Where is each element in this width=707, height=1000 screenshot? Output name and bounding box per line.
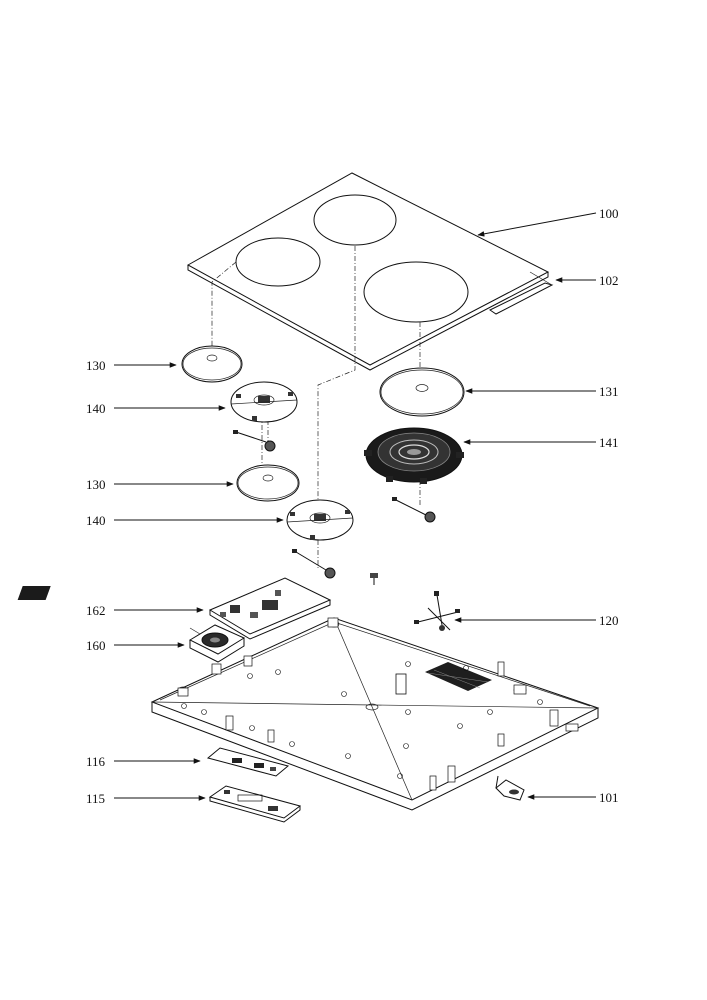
radiant-heater-130-upper (181, 345, 243, 383)
callout-130-lower: 130 (86, 477, 106, 492)
induction-coil-141 (364, 427, 464, 484)
callout-leaders (114, 212, 597, 801)
callout-140-upper: 140 (86, 401, 106, 416)
connector-cable-induction (392, 497, 436, 523)
mounting-bracket-101 (495, 775, 525, 801)
bottom-housing-tray (150, 617, 600, 811)
mounting-bosses (177, 617, 579, 791)
screw (370, 573, 378, 585)
control-pcb-162 (17, 577, 332, 640)
callout-140-lower: 140 (86, 513, 106, 528)
control-frame-115 (208, 785, 302, 823)
callout-102: 102 (599, 273, 619, 288)
callout-162: 162 (86, 603, 106, 618)
touch-control-board-116 (206, 747, 290, 777)
callout-131: 131 (599, 384, 619, 399)
connector-cable-lower (292, 549, 336, 579)
callout-120: 120 (599, 613, 619, 628)
cooling-fan-160 (188, 624, 246, 663)
callout-130-upper: 130 (86, 358, 106, 373)
connector-cable-upper (233, 430, 276, 452)
screw-holes (181, 661, 543, 779)
callout-141: 141 (599, 435, 619, 450)
vent-grille (425, 662, 492, 691)
front-trim-strip (488, 271, 554, 315)
callout-116: 116 (86, 754, 106, 769)
callout-101: 101 (599, 790, 619, 805)
callout-100: 100 (599, 206, 619, 221)
glass-cooktop-panel (186, 172, 550, 371)
wiring-harness-120 (414, 591, 460, 631)
callout-labels: 100 102 130 140 131 141 130 140 162 120 … (86, 206, 619, 806)
callout-115: 115 (86, 791, 105, 806)
heater-plate-140-lower (286, 499, 354, 541)
heater-plate-140-upper (230, 381, 298, 423)
radiant-heater-131 (379, 367, 465, 417)
radiant-heater-130-lower (236, 464, 300, 502)
callout-160: 160 (86, 638, 106, 653)
